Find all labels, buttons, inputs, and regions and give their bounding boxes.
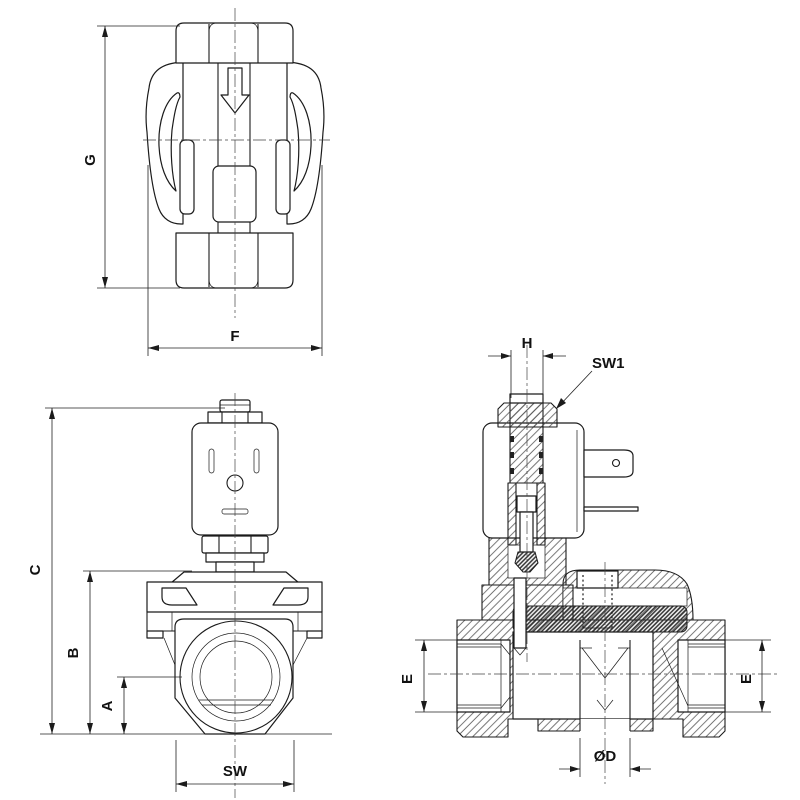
mounting-clip-right [275, 61, 325, 225]
plunger [519, 511, 534, 553]
dimension-e-right: E [725, 639, 771, 713]
dimension-h: H [488, 335, 566, 398]
electrical-connector [583, 449, 639, 512]
front-view: C B A SW [27, 393, 332, 798]
dim-label-sw1: SW1 [592, 355, 625, 372]
dim-label-a: A [99, 700, 116, 711]
plunger-head [516, 495, 537, 513]
dim-label-c: C [27, 564, 44, 575]
mounting-clip-left [145, 61, 195, 225]
dim-label-f: F [230, 328, 239, 345]
o-ring-seals [510, 436, 543, 474]
dimension-sw: SW [175, 740, 295, 792]
section-view: H SW1 E E ØD [399, 335, 780, 784]
dimension-a: A [99, 676, 182, 734]
spring [576, 570, 619, 629]
dimension-g: G [82, 25, 180, 289]
callout-sw1: SW1 [556, 355, 625, 409]
tube-hex-nut [497, 402, 558, 428]
dimension-e-left: E [399, 639, 457, 713]
dim-label-b: B [65, 647, 82, 658]
dim-label-od: ØD [594, 748, 617, 765]
dim-label-g: G [82, 154, 99, 166]
diaphragm-chamber [562, 587, 688, 607]
valve-body-front [163, 618, 308, 735]
dim-label-e-right: E [738, 674, 755, 684]
valve-stem-top-view [212, 63, 257, 233]
dimension-od: ØD [559, 738, 651, 777]
connector-pin [583, 506, 639, 512]
orifice-cavity [512, 631, 654, 732]
dim-label-e-left: E [399, 674, 416, 684]
port-circle-bore [199, 640, 273, 714]
pilot-stem [513, 577, 527, 656]
dimension-c: C [27, 407, 332, 735]
armature-tube [497, 393, 558, 573]
top-view: G F [82, 8, 330, 356]
dimension-b: B [65, 570, 192, 734]
dim-label-h: H [522, 335, 533, 352]
hex-nut-bottom [175, 232, 294, 289]
connector-hole [611, 458, 621, 468]
plunger-seal-tip [514, 551, 539, 573]
coil-vent-slot-right [253, 448, 260, 474]
coil-vent-slot-left [208, 448, 215, 474]
dimension-f: F [147, 165, 323, 356]
port-circle-thread [191, 632, 281, 722]
hex-nut-top [175, 22, 294, 64]
left-port-bore [456, 639, 511, 713]
right-port-bore [661, 639, 726, 713]
dim-label-sw: SW [223, 763, 248, 780]
